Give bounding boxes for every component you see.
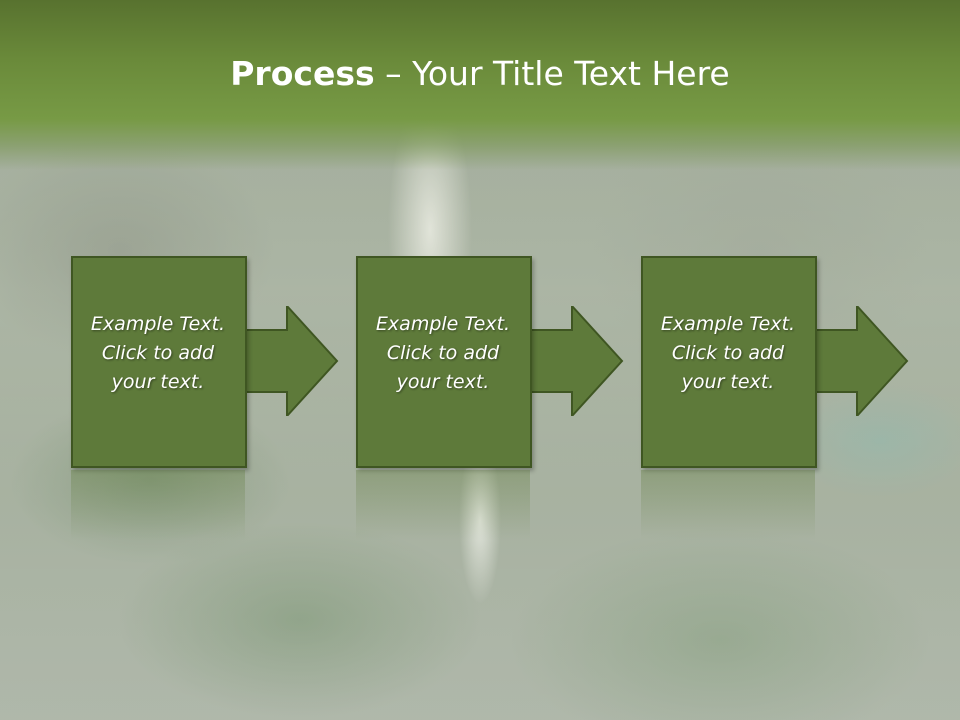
step-text-line: your text. (681, 371, 775, 393)
step-text-line: Click to add (386, 342, 500, 364)
step-text-line: your text. (111, 371, 205, 393)
step-text-line: your text. (396, 371, 490, 393)
right-arrow-icon (243, 306, 339, 416)
process-step-3[interactable]: Example Text. Click to add your text. (641, 256, 909, 468)
step-reflection (356, 470, 530, 540)
step-text[interactable]: Example Text. Click to add your text. (360, 310, 526, 397)
process-step-2[interactable]: Example Text. Click to add your text. (356, 256, 624, 468)
title-rest: – Your Title Text Here (374, 54, 730, 93)
right-arrow-icon (528, 306, 624, 416)
step-box (71, 256, 247, 468)
step-text-line: Example Text. (375, 313, 511, 335)
step-text-line: Click to add (671, 342, 785, 364)
step-text-line: Example Text. (660, 313, 796, 335)
slide-title[interactable]: Process – Your Title Text Here (0, 52, 960, 96)
step-reflection (641, 470, 815, 540)
title-bold: Process (230, 54, 375, 93)
step-box (356, 256, 532, 468)
step-text-line: Click to add (101, 342, 215, 364)
process-step-1[interactable]: Example Text. Click to add your text. (71, 256, 339, 468)
step-text[interactable]: Example Text. Click to add your text. (645, 310, 811, 397)
title-band (0, 0, 960, 170)
step-text[interactable]: Example Text. Click to add your text. (75, 310, 241, 397)
right-arrow-icon (813, 306, 909, 416)
step-text-line: Example Text. (90, 313, 226, 335)
step-reflection (71, 470, 245, 540)
step-box (641, 256, 817, 468)
